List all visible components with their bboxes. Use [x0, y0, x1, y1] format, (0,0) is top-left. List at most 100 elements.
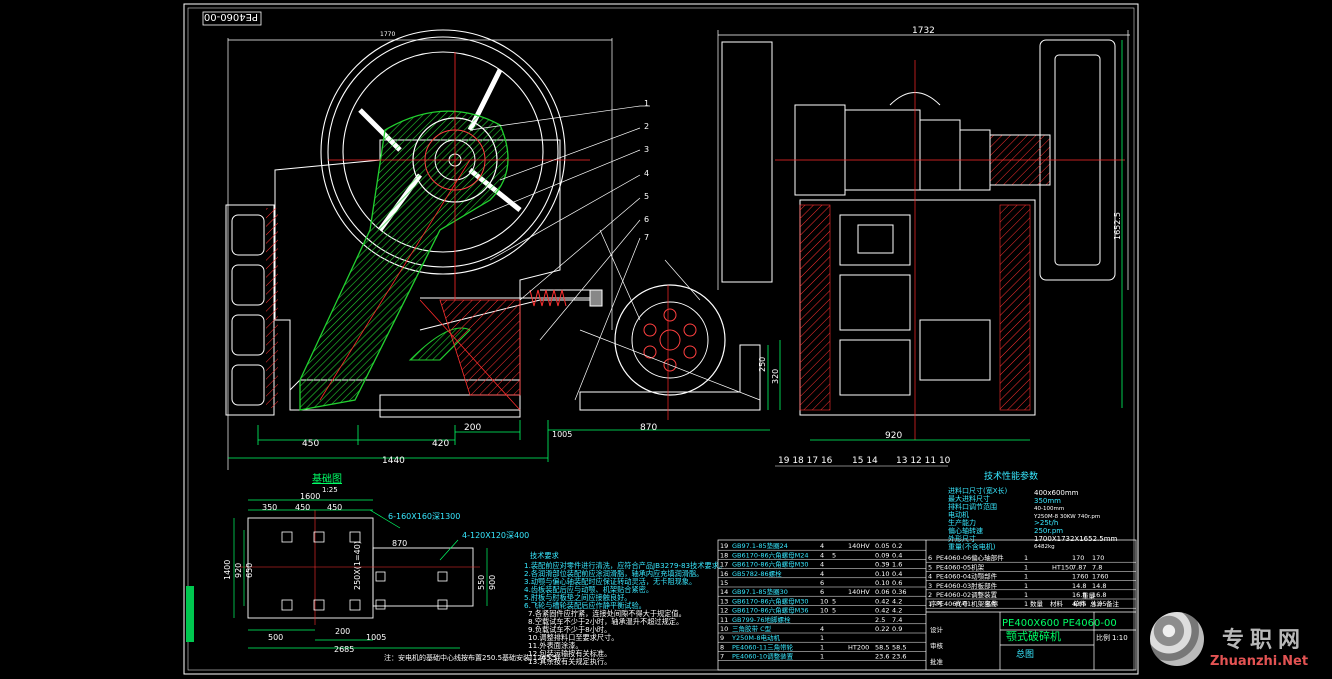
- req-line-5: 5.肘板与肘板垫之间应接触良好。: [524, 593, 631, 602]
- tech-value-7: 1700X1732X1652.5mm: [1034, 535, 1118, 543]
- dim-200: 200: [464, 423, 481, 433]
- fd-450b: 450: [327, 503, 342, 512]
- bom-left-cell: 0.06: [875, 588, 889, 596]
- req-line-4: 4.齿板装配后应与动颚、机架贴合紧密。: [524, 585, 653, 594]
- bom-left-cell: 7.4: [892, 616, 902, 624]
- req-line-7: 7.各紧固件应拧紧，连接处间隙不得大于规定值。: [528, 609, 686, 618]
- fd-v250: 250X(1=40): [353, 541, 362, 590]
- bom-left-cell: 三角胶带 C型: [732, 624, 772, 633]
- req-line-10: 10.调整排料口至要求尺寸。: [528, 633, 619, 642]
- front-elevation-view: 1732 920 1652.5: [717, 26, 1130, 441]
- tech-label-4: 电动机: [948, 510, 969, 519]
- front-frame-body: [799, 199, 1036, 416]
- tech-value-2: 350mm: [1034, 497, 1061, 505]
- bom-left-cell: GB6170-86六角螺母M30: [732, 596, 809, 605]
- callout-leaders: [469, 105, 650, 401]
- bom-left-cell: GB5782-86螺栓: [732, 569, 782, 578]
- bom-left-cell: 23.6: [875, 653, 889, 661]
- fd-2685: 2685: [334, 645, 354, 654]
- callout-6: 6: [644, 215, 649, 224]
- bom-left-cell: 0.36: [892, 588, 906, 596]
- requirements-title: 技术要求: [530, 551, 559, 560]
- dim-420: 420: [432, 439, 449, 449]
- bom-left-cell: 4: [820, 625, 824, 633]
- bom-right-cell: 2: [928, 591, 932, 599]
- bom-right-cell: 4.05: [1092, 600, 1106, 608]
- bom-left-cell: GB97.1-85垫圈30: [732, 587, 788, 596]
- fd-450a: 450: [295, 503, 310, 512]
- fd-1600: 1600: [300, 492, 320, 501]
- dim-1732: 1732: [912, 26, 935, 36]
- req-line-13: 13.其余按有关规定执行。: [528, 657, 611, 666]
- bom-right-cell: 1: [1024, 554, 1028, 562]
- bom-left-cell: 9: [720, 634, 724, 642]
- fd-200: 200: [335, 627, 350, 636]
- bom-right-cell: 1760: [1072, 573, 1089, 581]
- bom-left-cell: 10: [820, 597, 828, 605]
- part-numbers-15-14: 15 14: [852, 456, 878, 466]
- bom-header-total: 总计: [1090, 599, 1104, 608]
- bom-left-cell: 23.6: [892, 653, 906, 661]
- bom-left-cell: 19: [720, 542, 728, 550]
- bom-left-cell: 0.2: [892, 542, 902, 550]
- fd-v650: 650: [245, 563, 254, 578]
- tech-label-7: 外形尺寸: [948, 534, 976, 543]
- dim-1005-mid: 1005: [552, 430, 572, 439]
- foundation-title: 基础图: [312, 472, 342, 485]
- bom-right-cell: 1760: [1092, 573, 1109, 581]
- bottom-part-numbers: 19 18 17 16 15 14 13 12 11 10: [778, 456, 951, 466]
- tech-label-5: 生产能力: [948, 518, 976, 527]
- bom-left-cell: 4: [820, 551, 824, 559]
- dim-920: 920: [885, 431, 902, 441]
- bom-left-cell: 0.22: [875, 625, 889, 633]
- bom-right-cell: 170: [1092, 554, 1104, 562]
- fd-hole-note-1: 6-160X160深1300: [388, 512, 460, 521]
- technical-requirements: 技术要求 1.装配前应对零件进行清洗，应符合产品JB3279-83技术要求。 2…: [524, 551, 726, 666]
- left-binding-strip: [186, 586, 194, 642]
- callout-2: 2: [644, 122, 649, 131]
- fd-v1400: 1400: [223, 560, 232, 580]
- watermark-logo-icon: [1150, 612, 1204, 666]
- bom-left-cell: 10: [820, 607, 828, 615]
- bom-right-cell: PE4060-01机架部件: [936, 599, 998, 608]
- bom-left-cell: 16: [720, 570, 728, 578]
- side-elevation-view: 1770 450 420 200 1440: [225, 29, 613, 470]
- drawing-frame: [183, 3, 1139, 675]
- bom-left-cell: 1: [820, 634, 824, 642]
- bom-right-cell: 1: [928, 600, 932, 608]
- bom-left-cell: 1.6: [892, 561, 902, 569]
- tech-value-4: Y250M-8 30KW 740r.pm: [1033, 514, 1100, 520]
- bom-left-cell: Y250M-8电动机: [731, 633, 780, 642]
- bom-right-cell: 7.8: [1092, 563, 1102, 571]
- left-dimension-lines: [228, 420, 549, 462]
- bom-left-cell: 17: [720, 561, 728, 569]
- centre-lines: [319, 52, 590, 411]
- bom-right-cell: 4.05: [1072, 600, 1086, 608]
- dim-320-mid: 320: [771, 369, 780, 384]
- bom-left-cell: 12: [720, 607, 728, 615]
- bom-right-cell: PE4060-05机架: [936, 562, 985, 571]
- bom-left-cell: 18: [720, 551, 728, 559]
- tech-label-1: 进料口尺寸(宽X长): [948, 486, 1008, 495]
- req-line-2: 2.各润滑部位装配前应涂润滑脂，轴承内应充填润滑脂。: [524, 569, 703, 578]
- part-numbers-13-10: 13 12 11 10: [896, 456, 951, 466]
- title-role-check: 审核: [930, 641, 944, 650]
- bom-left-cell: 5: [832, 607, 836, 615]
- bom-header-remark: 备注: [1106, 599, 1120, 608]
- bom-right-cell: 1: [1024, 600, 1028, 608]
- req-line-9: 9.负载试车不少于8小时。: [528, 625, 611, 634]
- part-numbers-19-16: 19 18 17 16: [778, 456, 833, 466]
- tech-title: 技术性能参数: [984, 470, 1038, 482]
- bom-left-cell: 2.5: [875, 616, 885, 624]
- code-stamp-text: PE4060-00: [204, 11, 258, 22]
- bom-header-mat: 材料: [1050, 599, 1064, 608]
- bom-header-name: 名称: [985, 599, 999, 608]
- bom-left-cell: 6: [820, 588, 824, 596]
- title-scale-value: 1:10: [1112, 634, 1128, 642]
- bom-right-cell: 7.87: [1072, 563, 1086, 571]
- performance-parameters: 技术性能参数 进料口尺寸(宽X长) 400x600mm 最大进料尺寸 350mm…: [948, 470, 1118, 551]
- watermark-text: 专职网: [1222, 627, 1307, 653]
- bom-left-cell: 5: [832, 597, 836, 605]
- foundation-drawing: 基础图 1:25 1600: [223, 472, 560, 662]
